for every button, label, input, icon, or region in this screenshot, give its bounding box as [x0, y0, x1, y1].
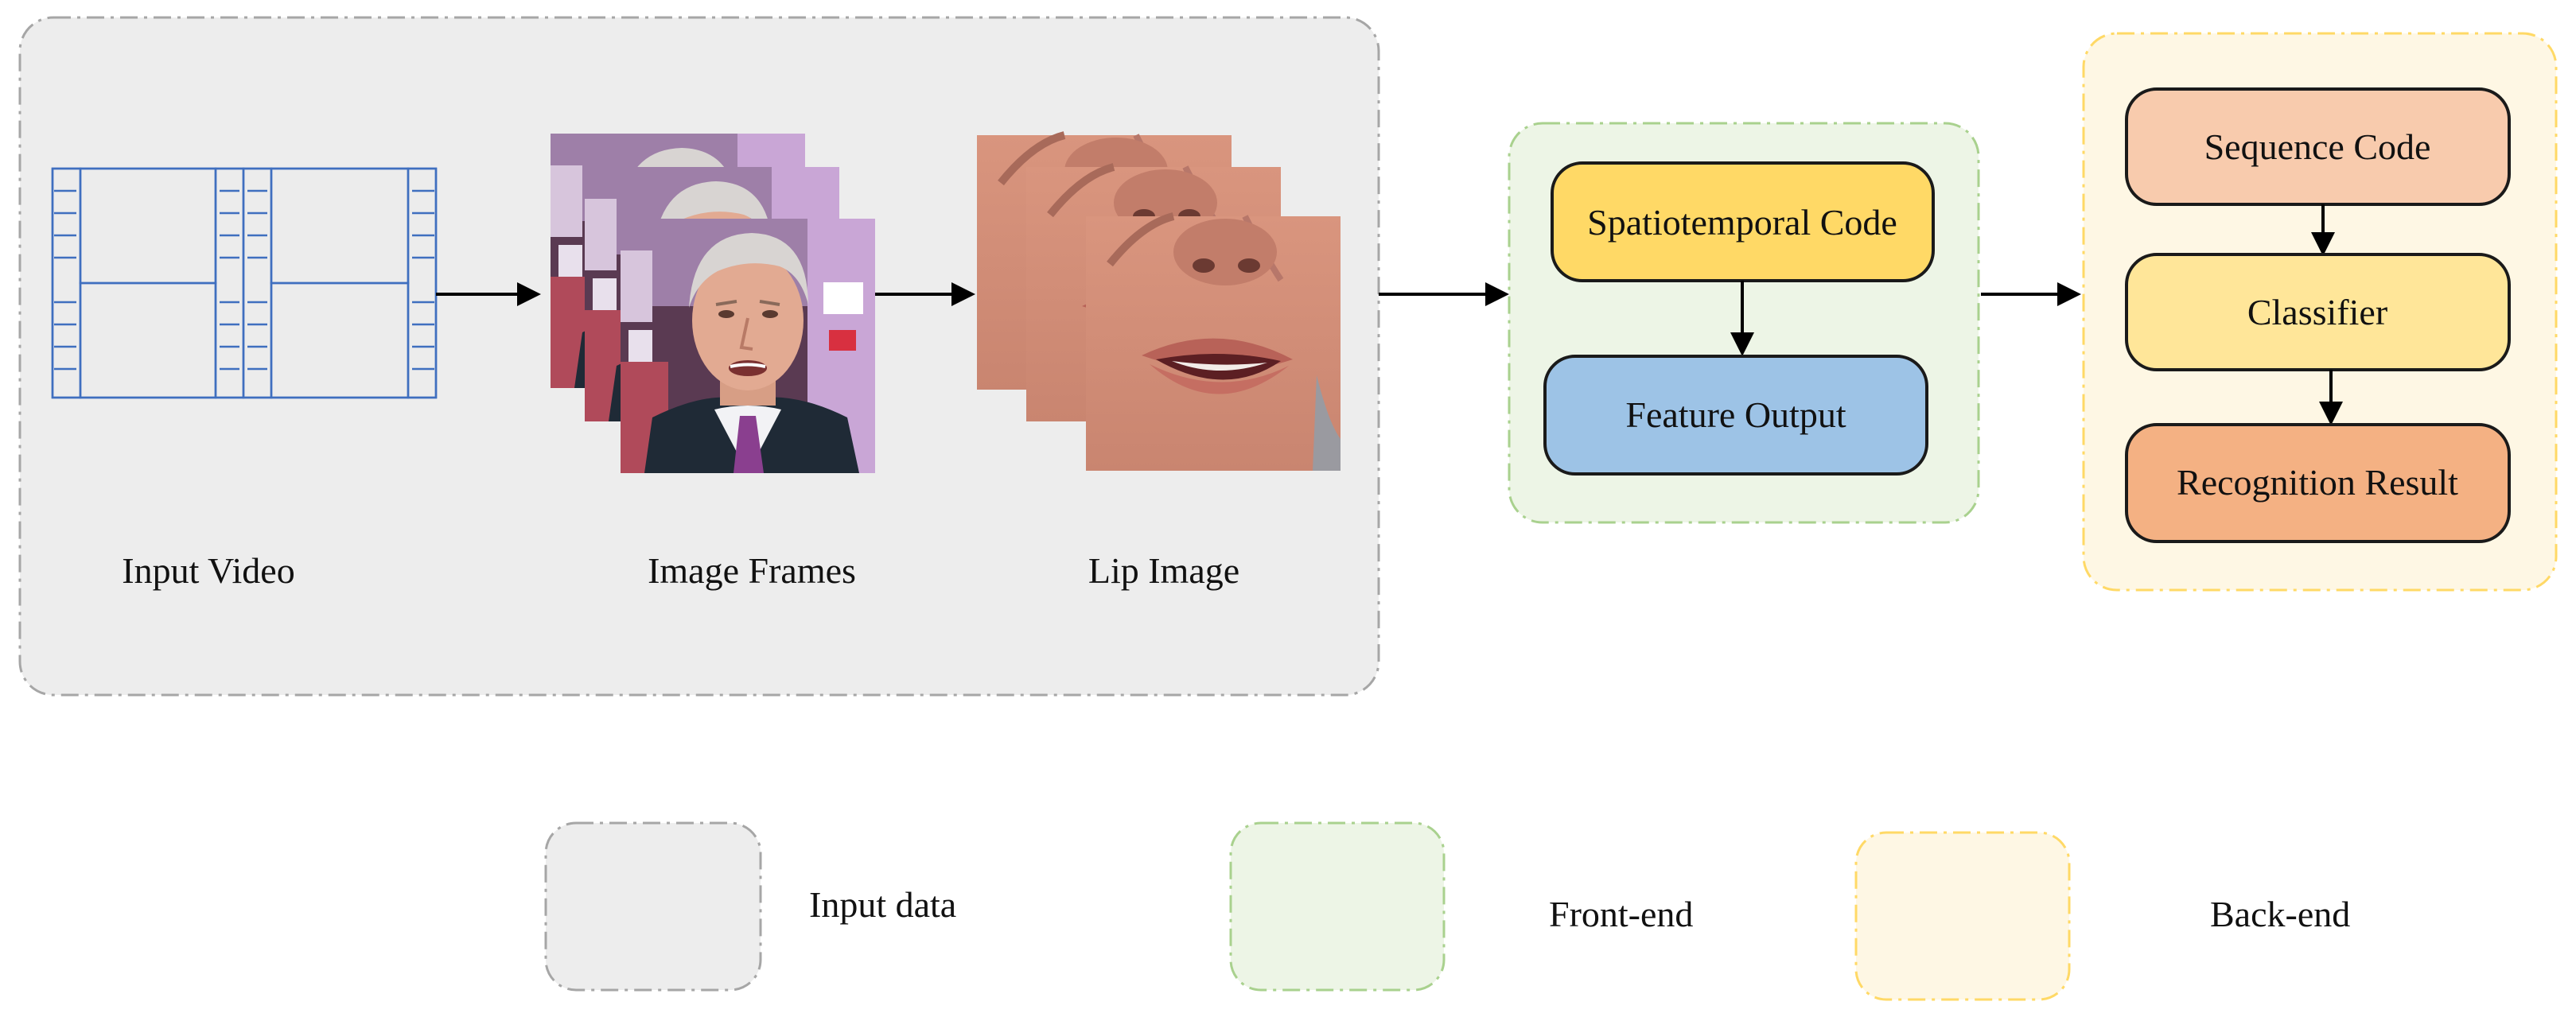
spatiotemporal-code-label: Spatiotemporal Code: [1587, 202, 1897, 243]
feature-output-box: [1543, 355, 1928, 476]
recognition-result-label: Recognition Result: [2177, 462, 2458, 503]
film-strip-icon: [51, 167, 438, 399]
legend: Input data Front-end Back-end: [544, 821, 2350, 1001]
feature-output-label: Feature Output: [1625, 394, 1846, 435]
legend-label-input-data: Input data: [809, 884, 956, 925]
legend-swatch-input-data: [544, 821, 762, 992]
recognition-result-box: [2125, 423, 2511, 543]
input-video-label: Input Video: [122, 550, 294, 591]
lip-image-label: Lip Image: [1088, 550, 1239, 591]
sequence-code-label: Sequence Code: [2204, 126, 2431, 167]
legend-label-back-end: Back-end: [2210, 894, 2350, 934]
image-frames-label: Image Frames: [648, 550, 856, 591]
sequence-code-box: [2125, 87, 2511, 206]
legend-swatch-back-end: [1854, 831, 2071, 1001]
classifier-label: Classifier: [2247, 292, 2387, 332]
legend-label-front-end: Front-end: [1549, 894, 1693, 934]
classifier-box: [2125, 253, 2511, 371]
legend-swatch-front-end: [1229, 821, 1446, 992]
